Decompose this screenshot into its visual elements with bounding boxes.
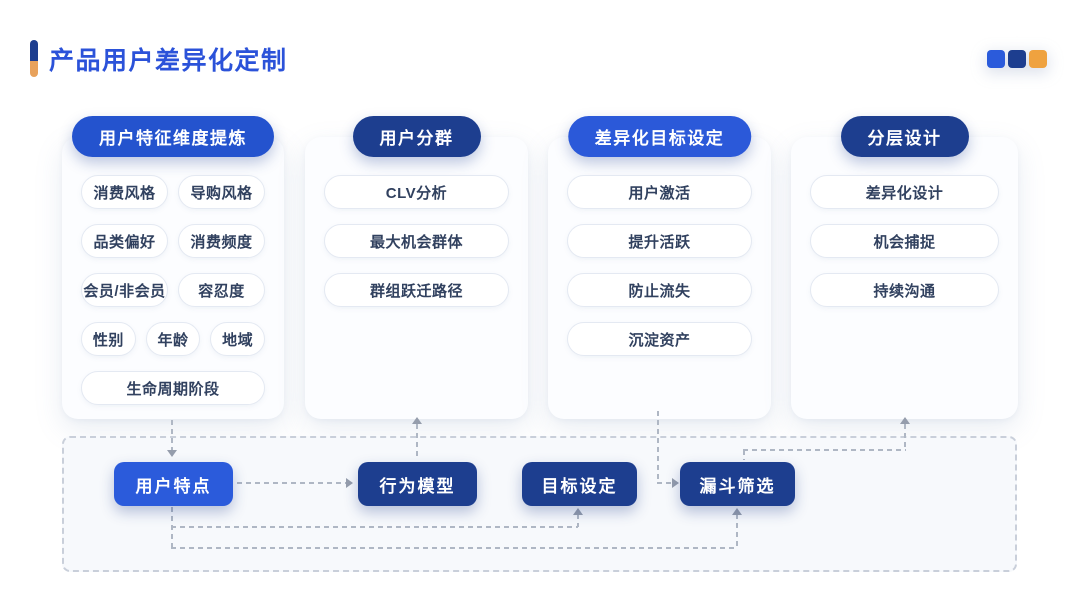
feature-pill: 群组跃迁路径 (324, 273, 509, 307)
arrow-into-funnel-left-icon (672, 478, 679, 488)
connector-model-up-line (416, 424, 418, 458)
title-accent-bar-top (30, 40, 38, 62)
feature-pill: 年龄 (145, 322, 201, 356)
connector-traits-down-line (171, 507, 173, 549)
pill-row: 群组跃迁路径 (324, 273, 509, 307)
feature-pill: 防止流失 (567, 273, 752, 307)
feature-pill: CLV分析 (324, 175, 509, 209)
arrow-into-behavior-model-icon (346, 478, 353, 488)
connector-to-goal-line (171, 526, 578, 528)
column-card-differentiated-goal-setting: 差异化目标设定用户激活提升活跃防止流失沉淀资产 (548, 116, 771, 419)
flow-node-user-traits: 用户特点 (114, 462, 233, 506)
pill-row: 用户激活 (567, 175, 752, 209)
feature-pill: 提升活跃 (567, 224, 752, 258)
pill-row: 消费风格导购风格 (81, 175, 265, 209)
feature-pill: 地域 (210, 322, 266, 356)
feature-pill: 持续沟通 (810, 273, 999, 307)
column-body: 用户激活提升活跃防止流失沉淀资产 (567, 175, 752, 356)
connector-col3-down-line (657, 411, 659, 483)
deco-square-1 (1008, 50, 1026, 68)
pill-row: 性别年龄地域 (81, 322, 266, 356)
feature-pill: 性别 (81, 322, 136, 356)
flow-node-behavior-model: 行为模型 (358, 462, 477, 506)
feature-pill: 导购风格 (178, 175, 265, 209)
arrow-into-col2-icon (412, 417, 422, 424)
arrow-into-goal-setting-icon (573, 508, 583, 515)
arrow-into-col4-icon (900, 417, 910, 424)
feature-pill: 用户激活 (567, 175, 752, 209)
column-card-layered-design: 分层设计差异化设计机会捕捉持续沟通 (791, 116, 1018, 419)
feature-pill: 差异化设计 (810, 175, 999, 209)
flow-node-goal-setting: 目标设定 (522, 462, 637, 506)
feature-pill: 生命周期阶段 (81, 371, 265, 405)
title-accent-bar-icon (30, 40, 38, 77)
column-body: CLV分析最大机会群体群组跃迁路径 (324, 175, 509, 307)
connector-traits-to-model-line (237, 482, 347, 484)
pill-row: 提升活跃 (567, 224, 752, 258)
feature-pill: 消费风格 (81, 175, 168, 209)
flow-node-funnel-filter: 漏斗筛选 (680, 462, 795, 506)
pill-row: 生命周期阶段 (81, 371, 265, 405)
column-body: 差异化设计机会捕捉持续沟通 (810, 175, 999, 307)
connector-col4-up-line (904, 424, 906, 451)
feature-pill: 沉淀资产 (567, 322, 752, 356)
feature-pill: 机会捕捉 (810, 224, 999, 258)
connector-funnel-up-line (736, 514, 738, 548)
pill-row: 品类偏好消费频度 (81, 224, 265, 258)
feature-pill: 容忍度 (178, 273, 265, 307)
deco-square-0 (987, 50, 1005, 68)
connector-goal-up-line (577, 514, 579, 527)
deco-square-2 (1029, 50, 1047, 68)
pill-row: 沉淀资产 (567, 322, 752, 356)
pill-row: 最大机会群体 (324, 224, 509, 258)
feature-pill: 品类偏好 (81, 224, 168, 258)
pill-row: 机会捕捉 (810, 224, 999, 258)
page-title: 产品用户差异化定制 (49, 46, 288, 75)
deco-squares (987, 50, 1047, 68)
column-body: 消费风格导购风格品类偏好消费频度会员/非会员容忍度性别年龄地域生命周期阶段 (81, 175, 266, 405)
connector-col3-bend-line (657, 482, 673, 484)
connector-funnel-to-col4-line (743, 449, 906, 451)
column-header-user-feature-extraction: 用户特征维度提炼 (72, 116, 274, 157)
title-bar: 产品用户差异化定制 (30, 40, 288, 77)
pill-row: 差异化设计 (810, 175, 999, 209)
title-accent-bar-bottom (30, 61, 38, 77)
feature-pill: 会员/非会员 (81, 273, 168, 307)
connector-col1-down-line (171, 420, 173, 452)
connector-funnel-top-line (743, 450, 745, 460)
pill-row: CLV分析 (324, 175, 509, 209)
pill-row: 持续沟通 (810, 273, 999, 307)
pill-row: 会员/非会员容忍度 (81, 273, 265, 307)
connector-to-funnel-line (171, 547, 737, 549)
column-card-user-feature-extraction: 用户特征维度提炼消费风格导购风格品类偏好消费频度会员/非会员容忍度性别年龄地域生… (62, 116, 284, 419)
column-header-differentiated-goal-setting: 差异化目标设定 (567, 116, 752, 157)
arrow-into-funnel-bottom-icon (732, 508, 742, 515)
column-header-layered-design: 分层设计 (840, 116, 969, 157)
column-card-user-segmentation: 用户分群 CLV分析最大机会群体群组跃迁路径 (305, 116, 528, 419)
arrow-into-user-traits-icon (167, 450, 177, 457)
column-header-user-segmentation: 用户分群 (352, 116, 481, 157)
feature-pill: 最大机会群体 (324, 224, 509, 258)
pill-row: 防止流失 (567, 273, 752, 307)
feature-pill: 消费频度 (178, 224, 265, 258)
